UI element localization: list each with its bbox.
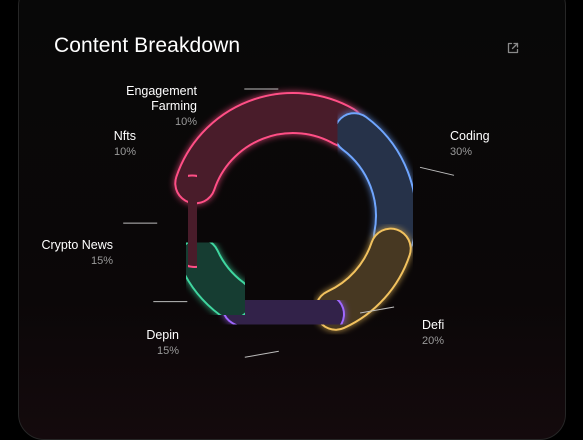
segment-fill [335, 114, 415, 256]
external-link-button[interactable] [504, 39, 522, 57]
donut-segment-defi[interactable] [333, 112, 417, 258]
segment-fill [223, 286, 343, 338]
value-label-engagement-farming: 10% [175, 116, 197, 128]
leader-line-depin [360, 306, 395, 314]
donut-segment-depin[interactable] [314, 227, 412, 331]
donut-segment-coding[interactable] [174, 92, 365, 205]
category-label-crypto-news: Crypto News [41, 238, 113, 252]
segment-fill [176, 94, 363, 203]
content-breakdown-card [18, 0, 566, 440]
value-label-depin: 15% [157, 345, 179, 357]
donut-chart: Coding 30% Defi 20% Depin 15% Crypto News 15% Nf… [41, 84, 490, 358]
category-label-depin: Depin [146, 328, 179, 342]
leader-line-defi [419, 166, 455, 176]
category-label-nfts: Nfts [114, 129, 136, 143]
segment-fill [171, 176, 214, 266]
external-link-icon [507, 42, 519, 54]
category-label-coding: Coding [450, 129, 490, 143]
category-label-engagement-farming: Farming [151, 99, 197, 113]
donut-segment-crypto-news[interactable] [221, 284, 345, 340]
category-label-engagement-farming: Engagement [126, 84, 197, 98]
card-title: Content Breakdown [54, 34, 241, 57]
category-label-defi: Defi [422, 318, 444, 332]
value-label-nfts: 10% [114, 146, 136, 158]
value-label-crypto-news: 15% [91, 255, 113, 267]
donut-segment-engagement-farming[interactable] [169, 174, 216, 268]
value-label-coding: 30% [450, 146, 472, 158]
value-label-defi: 20% [422, 335, 444, 347]
leader-line-crypto-news [244, 350, 279, 358]
